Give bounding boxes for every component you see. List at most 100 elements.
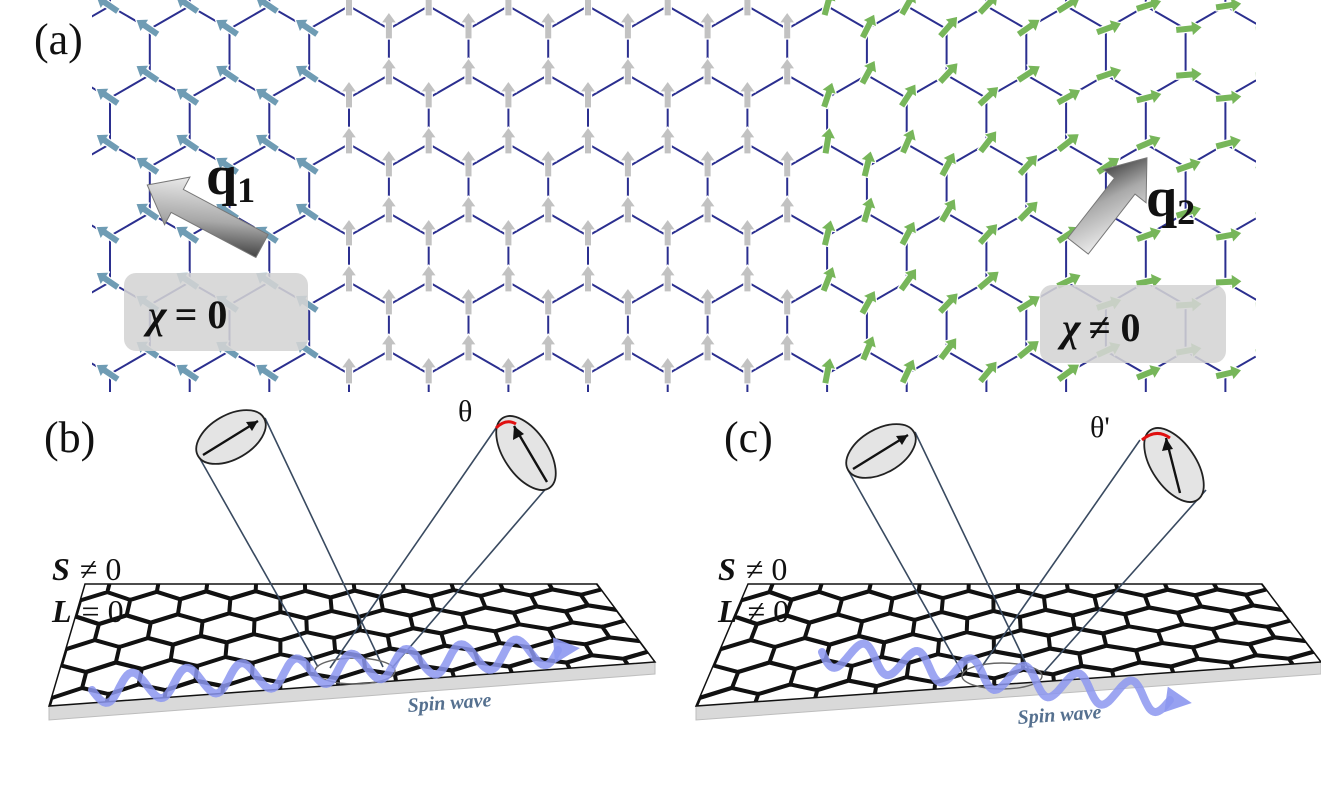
spin-arrow — [1214, 134, 1243, 151]
spin-arrow — [1214, 0, 1243, 14]
spin-arrow — [1174, 19, 1204, 37]
spin-arrow — [738, 0, 757, 17]
spin-arrow — [340, 356, 358, 385]
spin-arrow — [1174, 203, 1203, 220]
spin-magnetization-b: S≠ 0 — [52, 551, 121, 587]
spin-arrow — [858, 59, 878, 87]
spin-arrow — [380, 195, 398, 224]
spin-arrow — [175, 363, 201, 384]
spin-arrow — [698, 149, 717, 178]
spin-arrow — [1174, 65, 1204, 84]
spin-arrow — [340, 218, 358, 247]
spin-arrow — [459, 149, 478, 178]
spin-arrow — [461, 426, 477, 453]
spin-arrow — [738, 264, 757, 293]
spin-arrow — [499, 218, 517, 247]
spin-arrow — [898, 0, 918, 18]
spin-wave-b — [88, 635, 562, 707]
honeycomb-lattice-a — [92, 0, 1256, 392]
spin-arrow — [934, 471, 963, 502]
spin-arrow — [738, 356, 757, 385]
spin-arrow — [858, 289, 878, 317]
spin-arrow — [1254, 19, 1256, 38]
spin-arrow — [1015, 339, 1041, 361]
spin-arrow — [12, 496, 43, 524]
spin-arrow — [1016, 153, 1039, 178]
spin-arrow — [12, 82, 43, 110]
spin-arrow — [499, 0, 517, 17]
incident-polarizer-c — [845, 423, 917, 479]
spin-arrow — [214, 156, 241, 177]
spin-arrow — [778, 333, 796, 362]
spin-arrow — [171, 496, 202, 524]
spin-arrow — [12, 358, 43, 386]
spin-arrow — [459, 195, 478, 224]
spin-arrow — [1055, 132, 1081, 154]
spin-arrow — [380, 149, 398, 178]
spin-arrow — [619, 195, 637, 224]
spin-arrow — [659, 0, 677, 17]
spin-arrow — [254, 0, 281, 16]
spin-arrows-a — [0, 0, 1321, 525]
spin-arrow — [380, 11, 398, 40]
spin-arrow — [420, 264, 438, 293]
spin-arrow — [738, 80, 757, 109]
incident-polarizer-b — [195, 409, 267, 465]
spin-arrow — [341, 403, 357, 430]
spin-arrow — [131, 473, 162, 501]
spin-arrow — [1015, 294, 1042, 314]
spin-arrow — [214, 64, 241, 85]
spin-arrow — [937, 197, 958, 225]
spin-arrow — [1014, 425, 1044, 456]
spin-arrow — [539, 287, 557, 316]
lattice-bonds — [92, 0, 1256, 392]
spin-arrow — [1293, 407, 1321, 431]
spin-arrow — [294, 18, 321, 39]
spin-arrow — [1214, 226, 1243, 244]
reflected-beam-c — [977, 439, 1207, 673]
spin-arrow — [1214, 364, 1243, 382]
spin-arrow — [1174, 156, 1203, 175]
spin-arrow — [579, 126, 597, 155]
spin-arrow — [1053, 403, 1084, 433]
spin-arrow — [1134, 363, 1163, 382]
spin-arrow — [935, 424, 962, 455]
spin-arrow — [974, 401, 1003, 432]
spin-arrow — [778, 11, 796, 40]
angle-theta-prime-c: θ' — [1090, 411, 1110, 444]
spin-wave-arrowhead-b — [552, 637, 580, 664]
spin-arrow — [1013, 472, 1044, 501]
spin-arrow — [420, 218, 438, 247]
spin-arrow — [175, 133, 201, 154]
spin-arrow — [700, 472, 716, 499]
spin-arrow — [698, 57, 717, 86]
spin-magnetization-c: S≠ 0 — [718, 551, 787, 587]
orbital-magnetization-c: L≠ 0 — [717, 593, 789, 629]
spin-arrow — [818, 402, 837, 431]
spin-arrow — [539, 11, 557, 40]
spin-arrow — [254, 133, 281, 154]
spin-arrow — [294, 64, 321, 85]
spin-arrow — [974, 495, 1005, 525]
spin-arrow — [0, 197, 3, 225]
spin-arrow — [539, 149, 557, 178]
spin-arrow — [380, 287, 398, 316]
spin-arrow — [459, 11, 478, 40]
spin-arrow — [95, 225, 121, 246]
spin-arrow — [779, 426, 795, 453]
spin-arrow — [819, 126, 837, 156]
spin-arrow — [0, 59, 3, 87]
spin-arrow — [975, 270, 1001, 292]
spin-arrow — [1293, 132, 1321, 154]
spin-arrow — [739, 495, 755, 522]
spin-arrow — [976, 360, 998, 385]
spin-arrow — [175, 87, 201, 108]
spin-arrow — [131, 427, 162, 455]
spin-arrow — [340, 264, 358, 293]
spin-arrow — [1134, 501, 1164, 522]
spin-wave-c — [818, 639, 1174, 717]
spin-arrow — [620, 426, 636, 453]
spin-arrow — [659, 126, 677, 155]
spin-arrow — [95, 0, 121, 16]
